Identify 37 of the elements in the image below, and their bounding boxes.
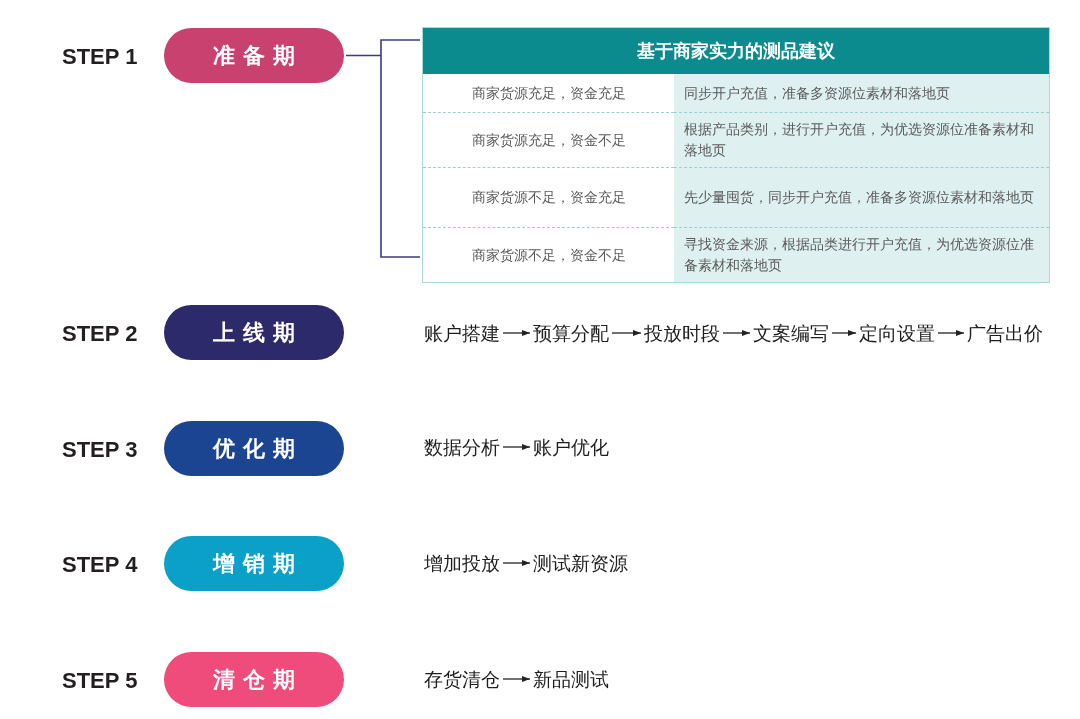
step-label: STEP 2 [62, 319, 138, 348]
step-text: 存货清仓 [424, 666, 500, 692]
table-header: 基于商家实力的测品建议 [423, 28, 1049, 74]
arrow [611, 330, 642, 336]
advice-table [422, 27, 1050, 283]
step-text: 增加投放 [424, 550, 500, 576]
advice-cell: 同步开户充值，准备多资源位素材和落地页 [674, 74, 1049, 112]
stage-pill: 准备期 [164, 28, 344, 83]
step-text: 定向设置 [859, 320, 935, 346]
bracket-connector [345, 39, 421, 258]
stage-pill: 清仓期 [164, 652, 344, 707]
advice-cell: 先少量囤货，同步开户充值，准备多资源位素材和落地页 [674, 167, 1049, 227]
stage-pill: 上线期 [164, 305, 344, 360]
advice-cell: 根据产品类别，进行开户充值，为优选资源位准备素材和落地页 [674, 112, 1049, 167]
advice-cell: 寻找资金来源，根据品类进行开户充值，为优选资源位准备素材和落地页 [674, 227, 1049, 282]
step-text: 账户优化 [533, 434, 609, 460]
step-text: 数据分析 [424, 434, 500, 460]
stage-pill: 增销期 [164, 536, 344, 591]
arrow [722, 330, 751, 336]
arrow [502, 676, 531, 682]
step-label: STEP 1 [62, 42, 138, 71]
step-text: 广告出价 [967, 320, 1043, 346]
step-text: 测试新资源 [533, 550, 628, 576]
arrow [502, 444, 531, 450]
step-text: 新品测试 [533, 666, 609, 692]
step-label: STEP 4 [62, 550, 138, 579]
arrow [502, 330, 531, 336]
step-text: 账户搭建 [424, 320, 500, 346]
arrow [502, 560, 531, 566]
step-label: STEP 5 [62, 666, 138, 695]
step-text: 预算分配 [533, 320, 609, 346]
step-text: 投放时段 [644, 320, 720, 346]
arrow [831, 330, 857, 336]
arrow [937, 330, 965, 336]
step-label: STEP 3 [62, 435, 138, 464]
step-text: 文案编写 [753, 320, 829, 346]
stage-pill: 优化期 [164, 421, 344, 476]
